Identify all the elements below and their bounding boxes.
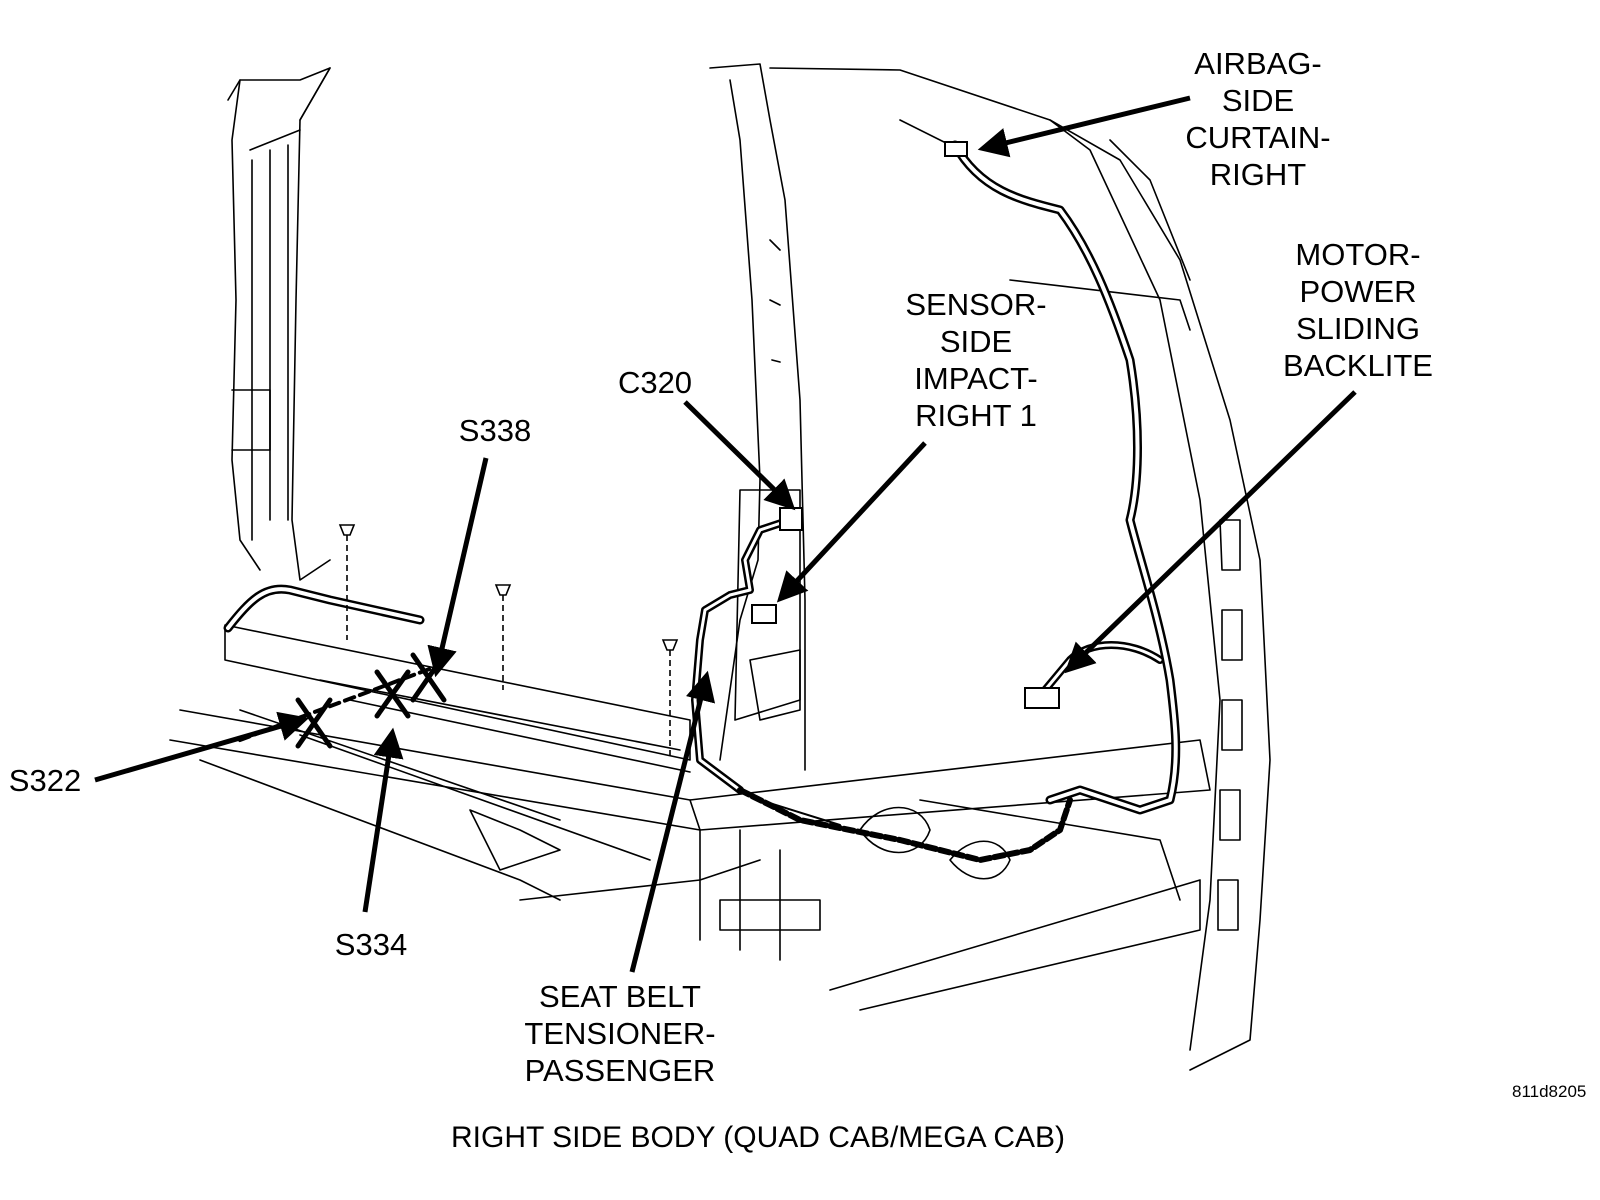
label-sensor-side-impact: SENSOR- SIDE IMPACT- RIGHT 1: [905, 287, 1047, 433]
leader-s338: [427, 457, 489, 678]
connector-airbag: [944, 141, 968, 157]
connector-c320: [779, 507, 803, 531]
leader-s334: [362, 727, 404, 913]
figure-id: 811d8205: [1512, 1082, 1587, 1101]
leader-sensor: [776, 441, 927, 603]
harness-floor: [223, 584, 425, 633]
label-s322: S322: [8, 763, 82, 798]
harness-upper: [950, 140, 1181, 815]
label-airbag-side-curtain: AIRBAG- SIDE CURTAIN- RIGHT: [1185, 46, 1331, 192]
rear-pillar-outline: [769, 67, 1271, 1071]
label-motor-power-sliding-backlite: MOTOR- POWER SLIDING BACKLITE: [1283, 237, 1433, 383]
leader-airbag: [977, 95, 1191, 158]
floor-sill: [224, 624, 691, 761]
pushpin: [494, 584, 512, 596]
connector-sensor: [751, 604, 777, 624]
leader-seatbelt: [629, 670, 716, 973]
leader-c320: [683, 400, 796, 511]
diagram-caption: RIGHT SIDE BODY (QUAD CAB/MEGA CAB): [451, 1121, 1066, 1154]
label-c320: C320: [617, 365, 693, 400]
splice-s322-mark: [295, 697, 333, 749]
label-s334: S334: [334, 927, 408, 962]
harness-rear: [737, 787, 1073, 863]
left-pillar-outline: [227, 67, 331, 581]
connector-motor: [1024, 687, 1060, 709]
splice-s334-mark: [374, 669, 411, 719]
pushpin: [661, 639, 679, 651]
label-seat-belt-tensioner: SEAT BELT TENSIONER- PASSENGER: [524, 979, 716, 1088]
pushpin: [338, 524, 356, 536]
leader-s322: [94, 711, 310, 783]
leader-motor: [1064, 390, 1357, 674]
label-s338: S338: [458, 413, 532, 448]
